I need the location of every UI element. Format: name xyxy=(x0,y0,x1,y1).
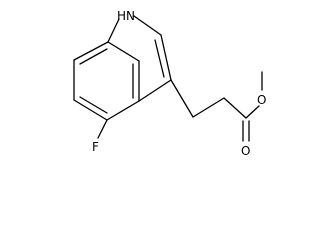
bond-c5-f xyxy=(97,119,108,139)
atom-label-nh-nitrogen: N xyxy=(126,9,135,23)
atom-label-carbonyl-oxygen: O xyxy=(241,144,250,158)
double-bond-c7a-c7-inner xyxy=(79,48,108,65)
bond-ch2a-ch2b xyxy=(192,97,225,118)
atom-label-fluorine: F xyxy=(92,140,99,154)
bond-c5-c4 xyxy=(106,100,140,121)
bond-c3-c3a xyxy=(138,79,172,102)
double-bond-c2-c3-inner xyxy=(154,39,165,78)
bond-carbonyl-ester-o xyxy=(245,105,260,119)
atom-label-nh: H xyxy=(117,9,126,23)
bond-c3a-c7a xyxy=(107,41,140,62)
atom-label-ester-oxygen: O xyxy=(257,93,266,107)
pyrrole-ring xyxy=(107,15,172,102)
bond-c3-ch2a xyxy=(170,79,194,118)
bond-c7a-n1 xyxy=(107,18,120,43)
bond-ch2b-carbonyl xyxy=(223,97,247,119)
benzene-ring xyxy=(73,41,140,121)
bond-c6-c5 xyxy=(73,99,108,121)
bond-c7a-c7 xyxy=(73,41,109,61)
chemical-structure-diagram: H N F O O xyxy=(73,9,266,158)
double-bond-c6-c5-inner xyxy=(79,96,108,114)
bond-c2-c3 xyxy=(160,34,172,81)
bond-n1-c2 xyxy=(133,15,162,36)
propanoate-chain xyxy=(170,71,263,142)
